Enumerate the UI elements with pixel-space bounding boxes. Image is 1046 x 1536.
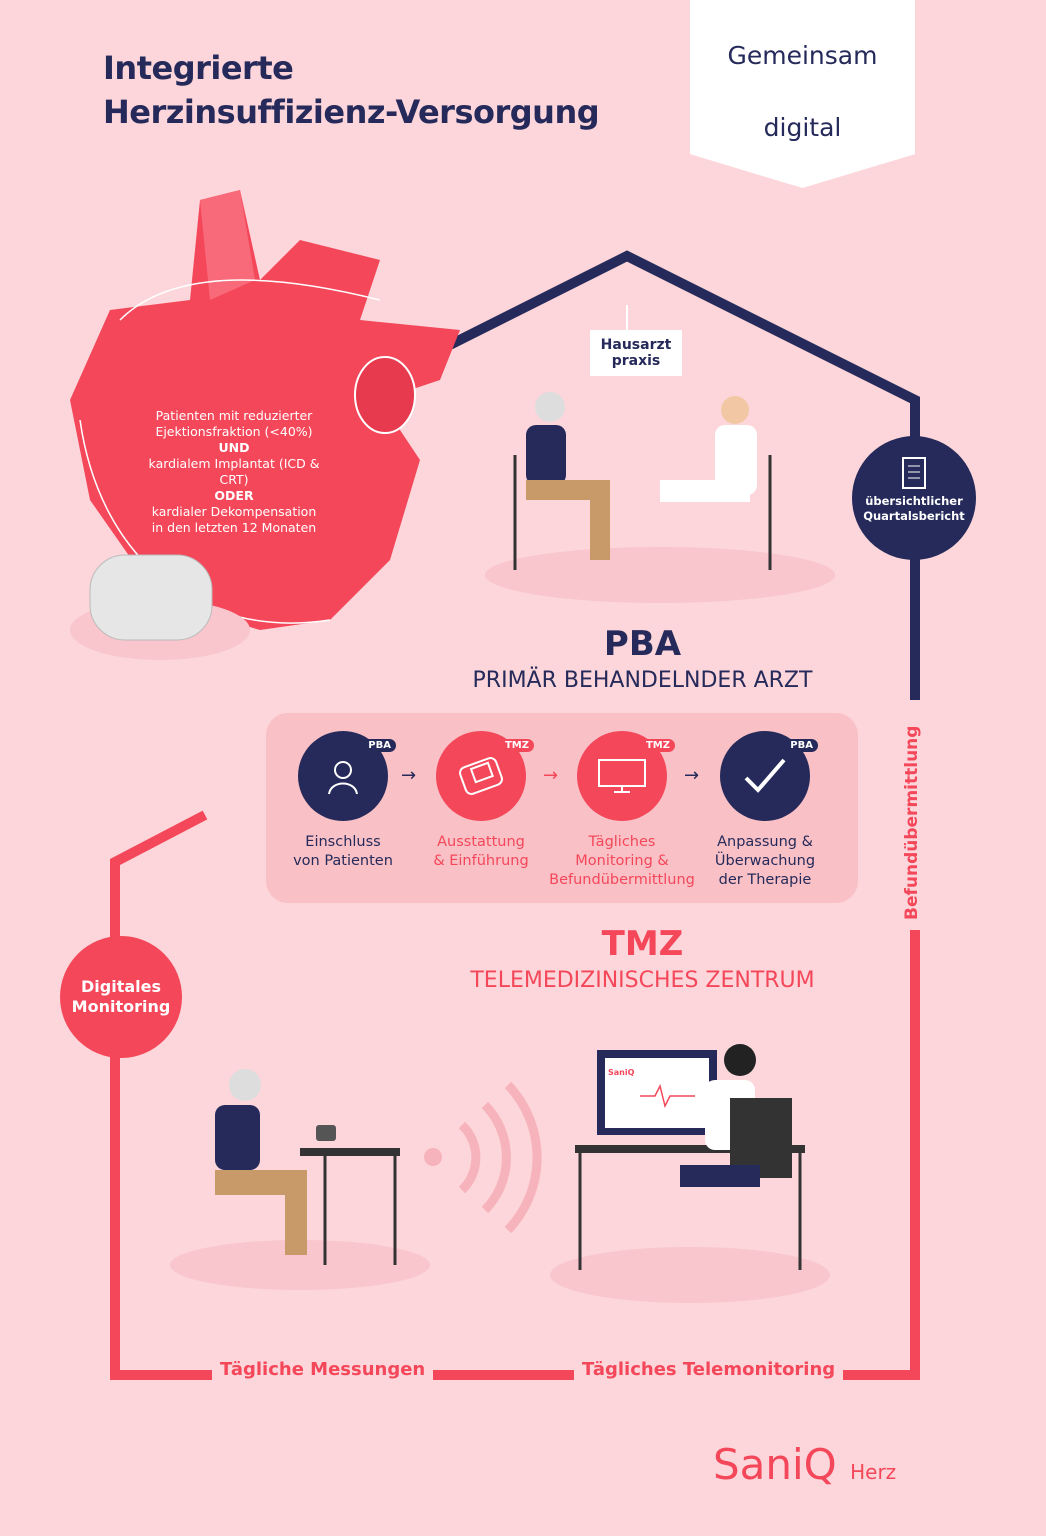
logo-sub: Herz	[850, 1460, 897, 1484]
badge-line: Monitoring	[71, 997, 171, 1016]
arrow-icon: →	[684, 765, 700, 786]
step-label: Überwachung	[714, 853, 816, 869]
consultation-illustration	[485, 392, 835, 603]
badge-line: Digitales	[80, 977, 161, 996]
befund-text: Befundübermittlung	[902, 725, 922, 920]
step-tag: TMZ	[640, 739, 675, 752]
step-anpassung: PBA Anpassung & Überwachung der Therapie	[690, 731, 840, 890]
digital-monitoring-badge: Digitales Monitoring	[60, 936, 182, 1058]
step-label: Anpassung &	[717, 834, 813, 850]
monitoring-loop-line	[110, 810, 920, 1380]
page-title: Integrierte Herzinsuffizienz-Versorgung	[103, 46, 600, 134]
title-line: Integrierte	[103, 49, 294, 87]
step-label: Monitoring &	[575, 853, 669, 869]
step-label: von Patienten	[293, 853, 393, 869]
tmz-full: TELEMEDIZINISCHES ZENTRUM	[470, 968, 815, 993]
blood-pressure-monitor-icon	[459, 757, 503, 795]
step-einschluss: PBA Einschluss von Patienten	[268, 731, 418, 871]
patient-measuring-illustration	[170, 1069, 430, 1290]
badge-line: Quartalsbericht	[863, 509, 965, 523]
step-tag: PBA	[363, 739, 396, 752]
saniq-logo: SaniQ Herz	[713, 1440, 896, 1489]
step-tag: TMZ	[499, 739, 534, 752]
criteria-text: kardialer Dekompensation in den letzten …	[151, 504, 317, 535]
process-steps: PBA Einschluss von Patienten → TMZ Aussta…	[266, 713, 858, 903]
heart-illustration	[70, 190, 460, 630]
criteria-or: ODER	[214, 488, 254, 503]
step-ausstattung: TMZ Ausstattung & Einführung	[406, 731, 556, 871]
slogan-banner: Gemeinsam digital versorgen	[690, 0, 915, 188]
tmz-heading: TMZ TELEMEDIZINISCHES ZENTRUM	[400, 922, 885, 996]
hausarzt-sign: Hausarzt praxis	[590, 330, 682, 376]
step-label: Befundübermittlung	[549, 872, 695, 888]
step-label: Tägliches	[588, 834, 656, 850]
pba-full: PRIMÄR BEHANDELNDER ARZT	[472, 668, 813, 693]
badge-line: übersichtlicher	[865, 494, 963, 508]
screen-brand: SaniQ	[608, 1068, 635, 1077]
wireless-signal-icon	[424, 1081, 542, 1234]
title-line: Herzinsuffizienz-Versorgung	[103, 93, 600, 131]
daily-measurements-label: Tägliche Messungen	[212, 1359, 434, 1380]
step-tag: PBA	[785, 739, 818, 752]
befund-label: Befundübermittlung	[890, 700, 940, 930]
slogan-line: versorgen	[739, 185, 866, 214]
criteria-and: UND	[218, 440, 250, 455]
step-label: & Einführung	[433, 853, 529, 869]
pacemaker-illustration	[70, 554, 250, 660]
patient-criteria: Patienten mit reduzierter Ejektionsfrakt…	[145, 408, 323, 536]
telemonitoring-doctor-illustration	[550, 1044, 830, 1303]
pba-abbr: PBA	[603, 624, 682, 664]
logo-main: SaniQ	[713, 1440, 837, 1489]
step-label: Ausstattung	[437, 834, 525, 850]
tmz-abbr: TMZ	[601, 924, 684, 964]
step-label: der Therapie	[718, 872, 812, 888]
arrow-icon: →	[401, 765, 417, 786]
sign-line: praxis	[611, 353, 661, 369]
daily-telemonitoring-label: Tägliches Telemonitoring	[574, 1359, 844, 1380]
monitor-icon	[598, 759, 646, 793]
sign-line: Hausarzt	[600, 337, 672, 353]
quarterly-report-badge: übersichtlicher Quartalsbericht	[852, 436, 976, 560]
step-label: Einschluss	[305, 834, 381, 850]
slogan-line: digital	[763, 113, 842, 142]
criteria-text: kardialem Implantat (ICD & CRT)	[148, 456, 320, 487]
checkmark-icon	[744, 758, 786, 793]
arrow-icon: →	[543, 765, 559, 786]
person-icon	[328, 761, 358, 795]
document-icon	[902, 457, 926, 489]
pba-heading: PBA PRIMÄR BEHANDELNDER ARZT	[400, 622, 885, 696]
criteria-text: Patienten mit reduzierter Ejektionsfrakt…	[155, 408, 313, 439]
slogan-line: Gemeinsam	[727, 41, 878, 70]
